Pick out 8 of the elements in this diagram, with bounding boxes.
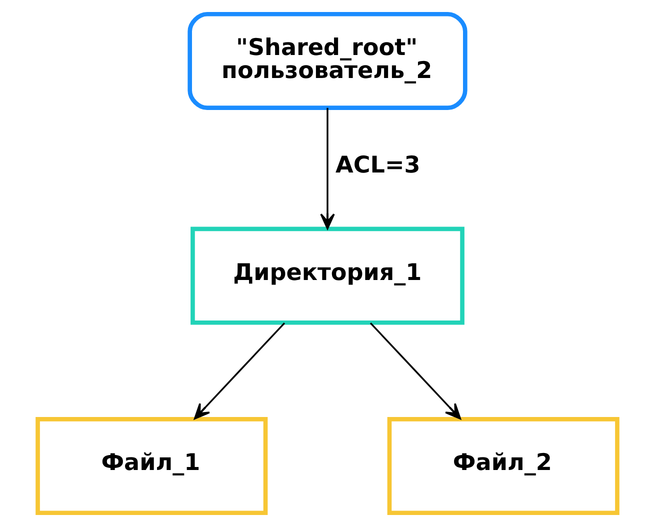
- arrow: [320, 108, 334, 230]
- node-box: Файл_1: [35, 417, 268, 516]
- arrow: [193, 322, 285, 420]
- edge-label: ACL=3: [335, 152, 420, 178]
- arrow: [369, 322, 461, 420]
- node-box: Директория_1: [190, 226, 464, 325]
- node-box: Файл_2: [386, 417, 619, 516]
- node-box: "Shared_root" пользователь_2: [187, 12, 467, 110]
